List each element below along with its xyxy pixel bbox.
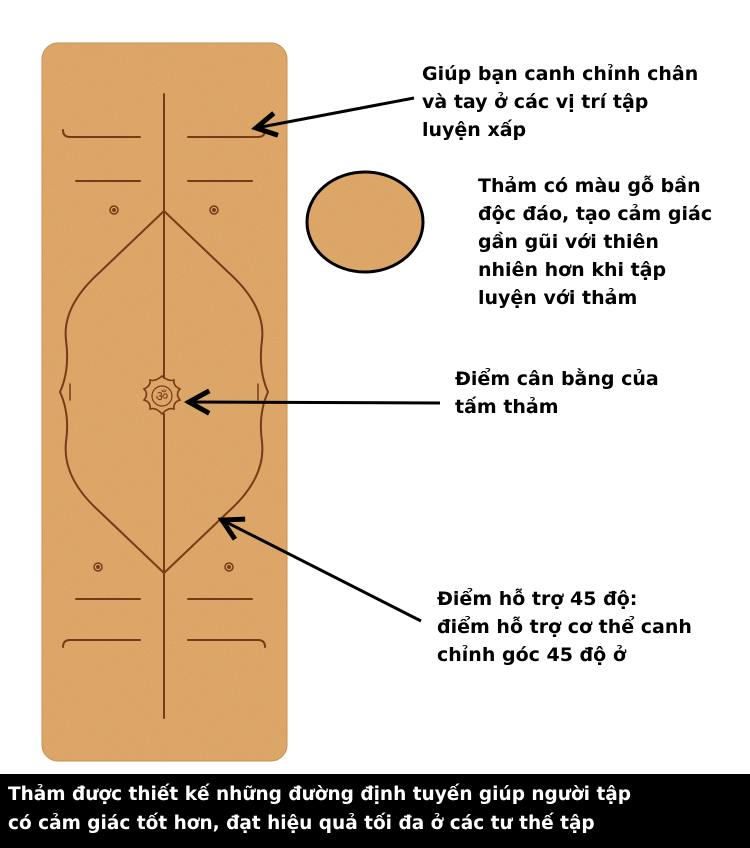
body-diamond-outline (59, 210, 269, 574)
mat-guide-lines (59, 93, 269, 719)
cork-texture-swatch (305, 170, 425, 274)
arrow-support45 (222, 520, 422, 623)
annotation-line: chỉnh góc 45 độ ở (437, 644, 626, 666)
annotation-support-45: Điểm hỗ trợ 45 độ: điểm hỗ trợ cơ thể ca… (437, 585, 692, 669)
dot-icon (209, 205, 219, 215)
annotation-line: tấm thảm (455, 396, 559, 418)
annotation-texture: Thảm có màu gỗ bần độc đáo, tạo cảm giác… (478, 172, 712, 312)
om-lotus-icon: ॐ (142, 374, 182, 416)
annotation-line: Điểm cân bằng của (455, 368, 659, 390)
annotation-line: nhiên hơn khi tập (478, 259, 667, 281)
dot-icon (93, 562, 103, 572)
dot-icon (224, 562, 234, 572)
annotation-line: Giúp bạn canh chỉnh chân (422, 63, 699, 85)
callout-arrows (189, 96, 441, 623)
annotation-line: luyện xấp (422, 119, 527, 141)
mat-surface (42, 43, 287, 761)
annotation-line: gần gũi với thiên (478, 231, 659, 253)
caption-banner: Thảm được thiết kế những đường định tuyế… (0, 774, 750, 848)
annotation-line: và tay ở các vị trí tập (422, 91, 649, 113)
annotation-line: Điểm hỗ trợ 45 độ: (437, 588, 638, 610)
caption-line: có cảm giác tốt hơn, đạt hiệu quả tối đa… (8, 813, 595, 834)
annotation-balance: Điểm cân bằng của tấm thảm (455, 365, 659, 421)
annotation-line: luyện với thảm (478, 287, 638, 309)
caption-line: Thảm được thiết kế những đường định tuyế… (8, 784, 632, 805)
svg-text:ॐ: ॐ (156, 389, 169, 405)
arrow-balance (189, 402, 441, 403)
hand-guide-left-top (62, 129, 141, 138)
annotation-line: Thảm có màu gỗ bần (478, 175, 701, 197)
hand-guide-left-bottom (62, 639, 141, 648)
arrow-alignment (256, 96, 415, 128)
annotation-line: điểm hỗ trợ cơ thể canh (437, 616, 692, 638)
alignment-dots (93, 205, 234, 572)
dot-icon (109, 205, 119, 215)
annotation-alignment: Giúp bạn canh chỉnh chân và tay ở các vị… (422, 60, 698, 144)
annotation-line: độc đáo, tạo cảm giác (478, 203, 713, 225)
hand-guide-right-bottom (187, 639, 266, 648)
